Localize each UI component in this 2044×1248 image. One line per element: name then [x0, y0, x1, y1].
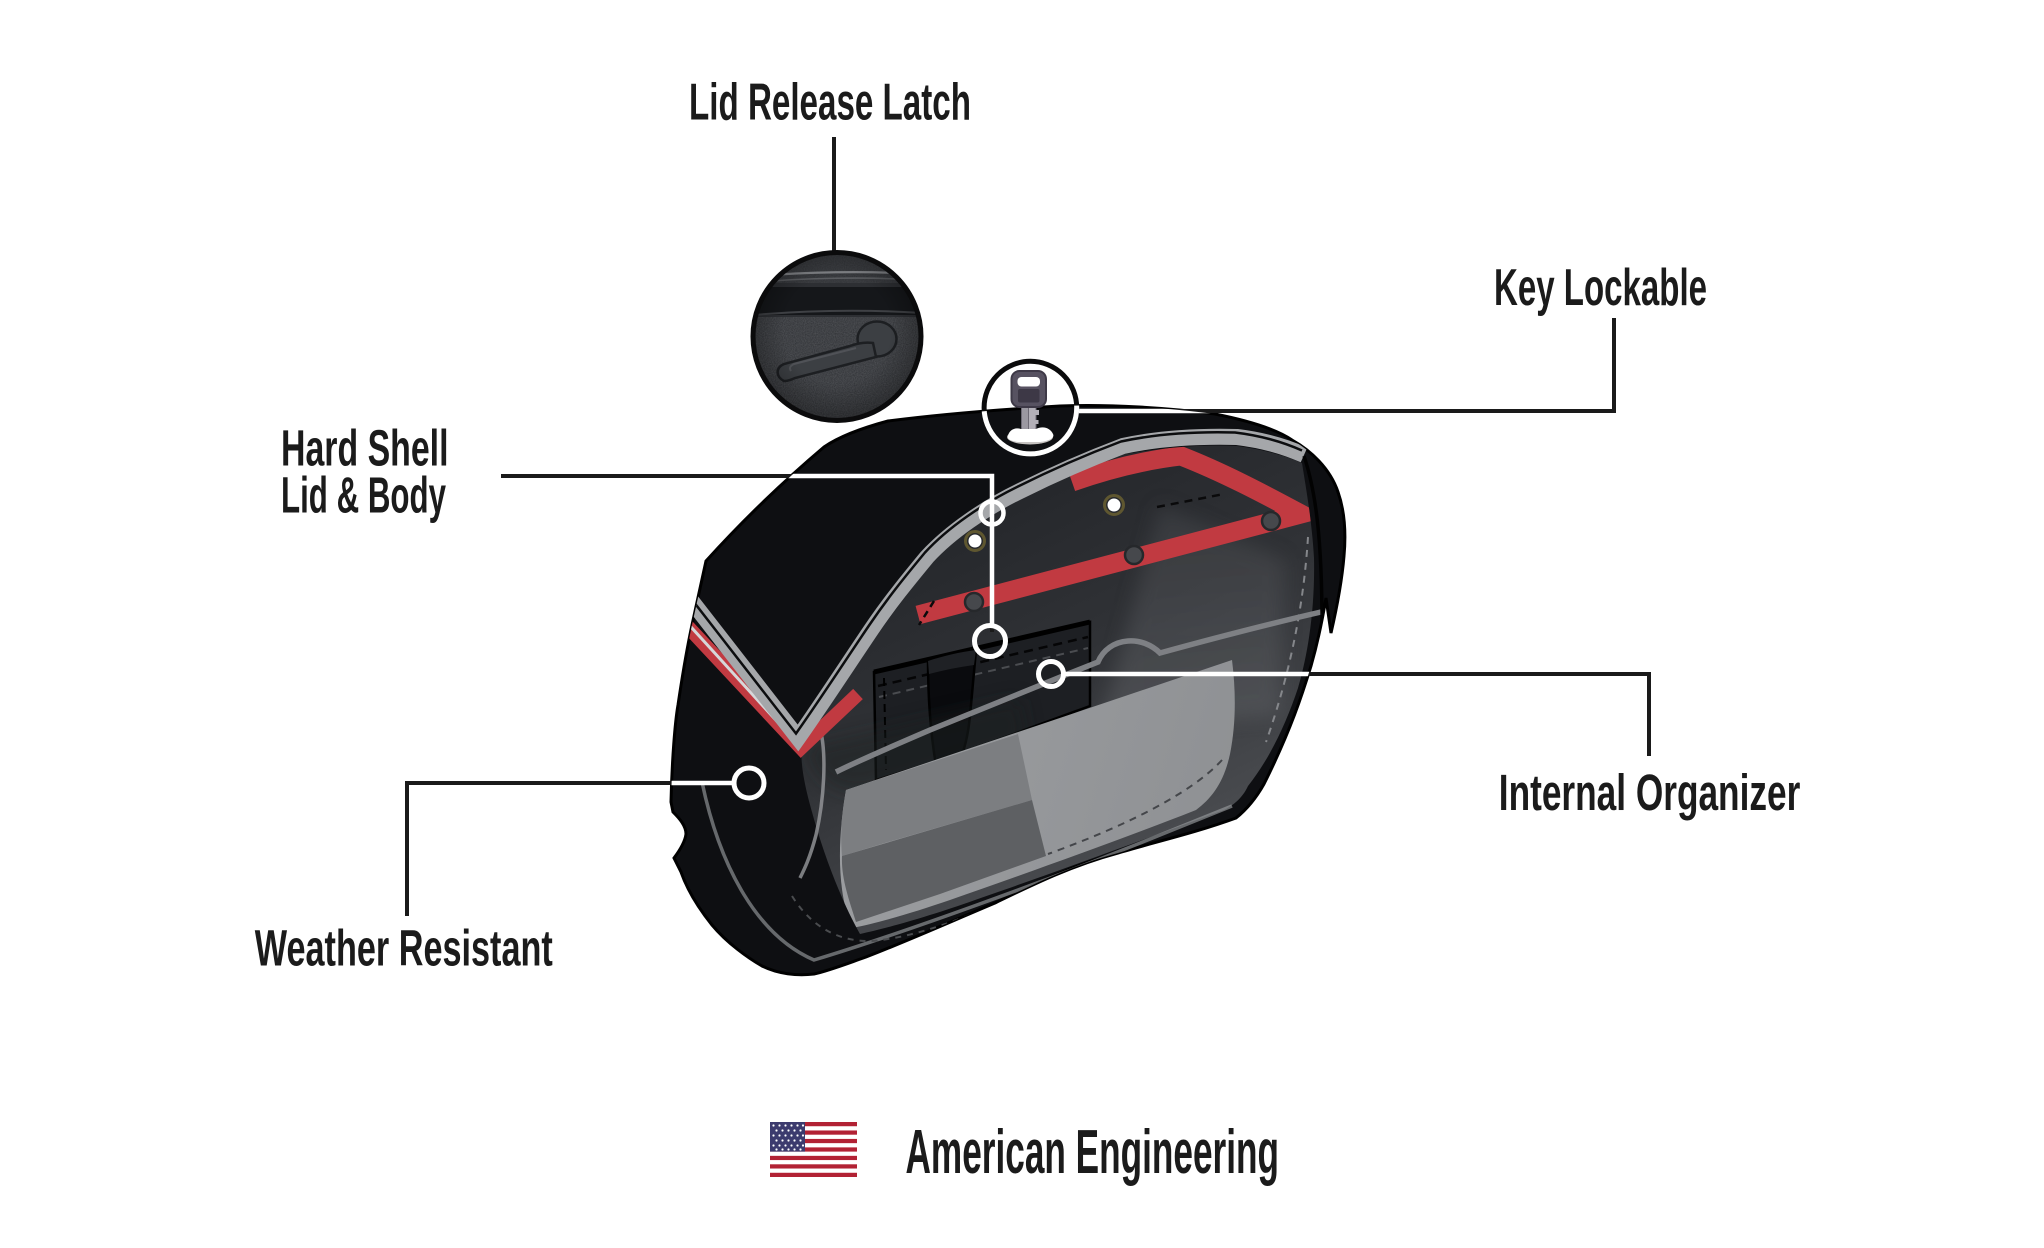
- svg-text:Internal Organizer: Internal Organizer: [1499, 764, 1801, 821]
- svg-text:American Engineering: American Engineering: [906, 1118, 1280, 1187]
- svg-text:Key Lockable: Key Lockable: [1494, 259, 1707, 317]
- svg-text:Weather Resistant: Weather Resistant: [255, 919, 553, 976]
- svg-text:Hard Shell: Hard Shell: [281, 420, 449, 477]
- svg-text:Lid Release Latch: Lid Release Latch: [689, 74, 971, 132]
- svg-text:Lid & Body: Lid & Body: [281, 466, 446, 523]
